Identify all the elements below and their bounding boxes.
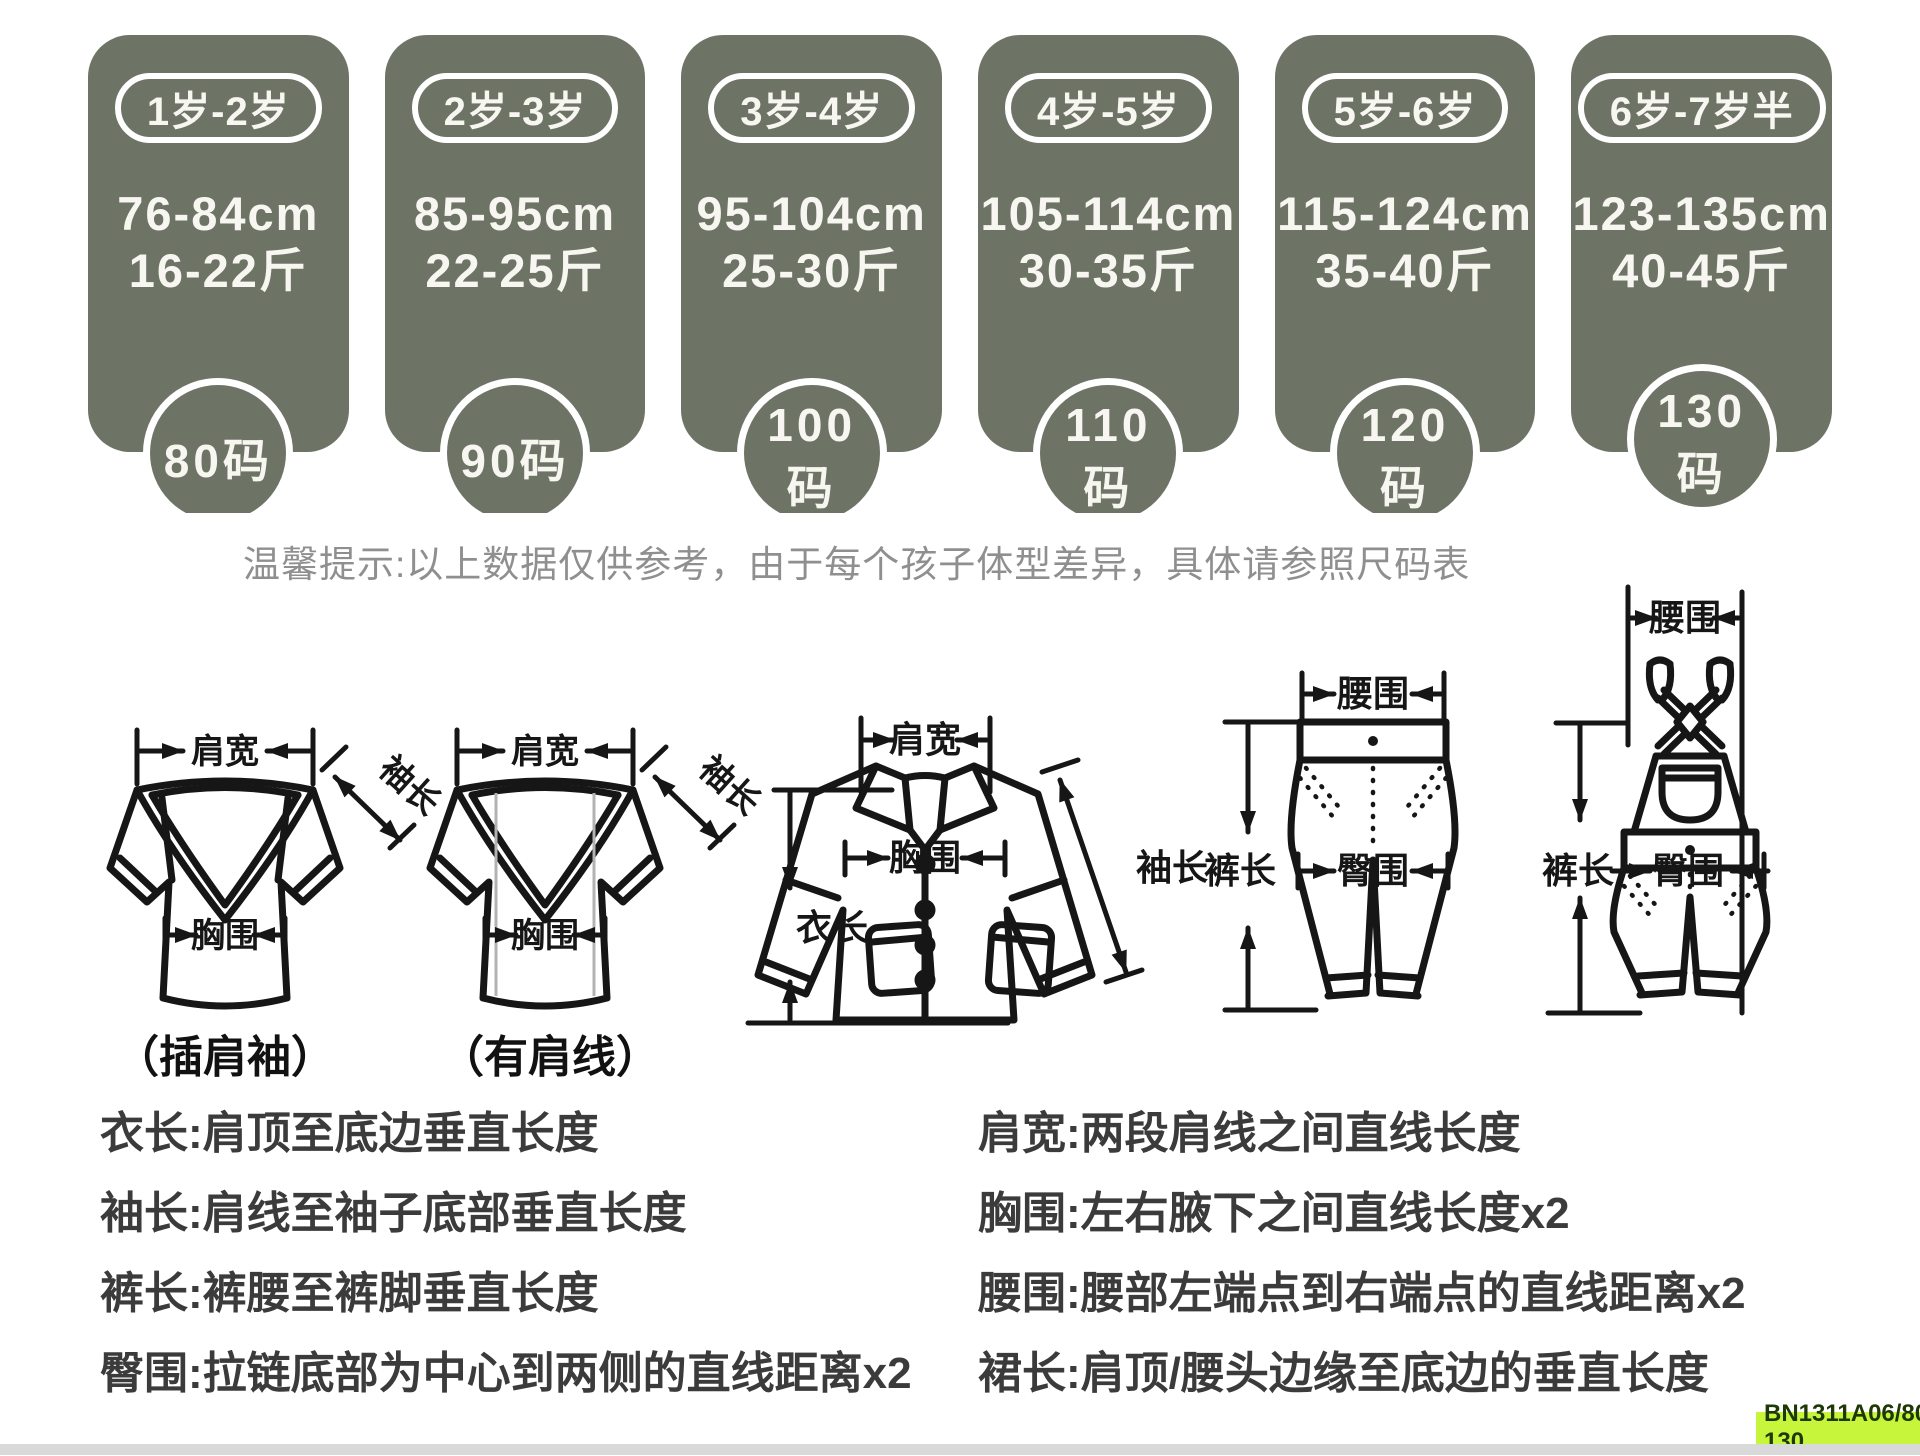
size-label: 130码 (1657, 385, 1747, 500)
product-code-badge: BN1311A06/80-130 (1756, 1400, 1920, 1455)
waist-label: 腰围 (1648, 597, 1721, 638)
definition-item: 臀围:拉链底部为中心到两侧的直线距离x2 (100, 1349, 912, 1398)
age-pill: 4岁-5岁 (1004, 73, 1212, 143)
age-label: 3岁-4岁 (740, 90, 884, 134)
footer-strip (0, 1444, 1920, 1455)
size-cards-row: 1岁-2岁 76-84cm 16-22斤 80码 2岁-3岁 85-95cm 2… (0, 35, 1920, 513)
tshirt-shoulder-seam-diagram: （有肩线） (430, 730, 767, 1082)
definition-item: 衣长:肩顶至底边垂直长度 (100, 1109, 599, 1158)
height-range: 123-135cm (1572, 187, 1831, 240)
size-card: 3岁-4岁 95-104cm 25-30斤 100码 (681, 35, 943, 513)
hip-label: 臀围 (1337, 850, 1409, 891)
pants-length-label: 裤长 (1204, 850, 1276, 891)
height-range: 85-95cm (413, 187, 617, 240)
measurement-diagrams: 肩宽 袖长 胸围 （插肩袖） （有肩线） 肩宽 (0, 584, 1771, 1082)
height-range: 76-84cm (117, 187, 320, 240)
waist-label: 腰围 (1336, 673, 1409, 714)
size-circle: 130码 (1626, 364, 1777, 513)
overalls-diagram: 腰围 裤长 臀围 (1542, 584, 1771, 1016)
weight-range: 22-25斤 (425, 244, 605, 297)
definition-item: 裙长:肩顶/腰头边缘至底边的垂直长度 (978, 1349, 1709, 1398)
height-range: 115-124cm (1277, 187, 1533, 240)
sleeve-length-label: 袖长 (1136, 847, 1208, 888)
age-pill: 1岁-2岁 (114, 73, 322, 143)
ranges: 115-124cm 35-40斤 (1275, 185, 1536, 299)
age-label: 6岁-7岁半 (1609, 90, 1794, 134)
definition-item: 腰围:腰部左端点到右端点的直线距离x2 (978, 1269, 1746, 1318)
ranges: 123-135cm 40-45斤 (1571, 185, 1832, 299)
age-label: 2岁-3岁 (443, 90, 587, 134)
size-circle: 80码 (143, 378, 294, 513)
age-pill: 3岁-4岁 (708, 73, 916, 143)
size-card: 5岁-6岁 115-124cm 35-40斤 120码 (1274, 35, 1536, 513)
age-label: 4岁-5岁 (1036, 90, 1180, 134)
size-card: 2岁-3岁 85-95cm 22-25斤 90码 (384, 35, 646, 513)
size-label: 100码 (767, 399, 857, 513)
tip-text: 温馨提示:以上数据仅供参考，由于每个孩子体型差异，具体请参照尺码表 (243, 544, 1471, 585)
age-pill: 2岁-3岁 (411, 73, 619, 143)
size-label: 110码 (1065, 399, 1152, 513)
chest-label: 胸围 (889, 837, 961, 878)
size-circle: 110码 (1033, 378, 1184, 513)
size-card: 1岁-2岁 76-84cm 16-22斤 80码 (88, 35, 349, 513)
ranges: 105-114cm 30-35斤 (978, 185, 1239, 299)
weight-range: 16-22斤 (128, 244, 308, 297)
age-pill: 6岁-7岁半 (1577, 73, 1826, 143)
size-card: 4岁-5岁 105-114cm 30-35斤 110码 (978, 35, 1239, 513)
size-circle: 90码 (440, 378, 590, 513)
weight-range: 35-40斤 (1315, 244, 1495, 297)
age-label: 1岁-2岁 (146, 90, 290, 134)
pants-length-label: 裤长 (1542, 850, 1614, 891)
definition-item: 胸围:左右腋下之间直线长度x2 (978, 1189, 1570, 1238)
weight-range: 25-30斤 (722, 244, 902, 297)
size-label: 90码 (460, 435, 570, 487)
definition-item: 裤长:裤腰至裤脚垂直长度 (100, 1269, 599, 1318)
height-range: 95-104cm (696, 187, 927, 240)
definition-item: 袖长:肩线至袖子底部垂直长度 (100, 1189, 687, 1238)
definition-item: 肩宽:两段肩线之间直线长度 (978, 1109, 1521, 1158)
ranges: 95-104cm 25-30斤 (681, 185, 942, 299)
age-label: 5岁-6岁 (1333, 90, 1477, 134)
shoulder-width-label: 肩宽 (889, 719, 961, 760)
pants-diagram: 腰围 臀围 裤长 (1204, 670, 1459, 1013)
jacket-diagram: 肩宽 衣长 袖长 胸围 (745, 715, 1208, 1026)
caption-raglan: （插肩袖） (115, 1033, 335, 1082)
size-circle: 120码 (1330, 378, 1481, 513)
size-circle: 100码 (736, 378, 887, 513)
age-pill: 5岁-6岁 (1301, 73, 1509, 143)
weight-range: 40-45斤 (1612, 244, 1792, 297)
size-label: 80码 (163, 435, 273, 487)
size-label: 120码 (1360, 399, 1450, 513)
weight-range: 30-35斤 (1018, 244, 1198, 297)
caption-shoulder-seam: （有肩线） (440, 1033, 660, 1082)
ranges: 76-84cm 16-22斤 (88, 185, 349, 299)
tshirt-raglan-diagram: （插肩袖） (110, 730, 447, 1082)
garment-length-label: 衣长 (796, 907, 868, 948)
height-range: 105-114cm (980, 187, 1237, 240)
hip-label: 臀围 (1652, 850, 1724, 891)
size-card: 6岁-7岁半 123-135cm 40-45斤 130码 (1571, 35, 1833, 513)
ranges: 85-95cm 22-25斤 (385, 185, 646, 299)
